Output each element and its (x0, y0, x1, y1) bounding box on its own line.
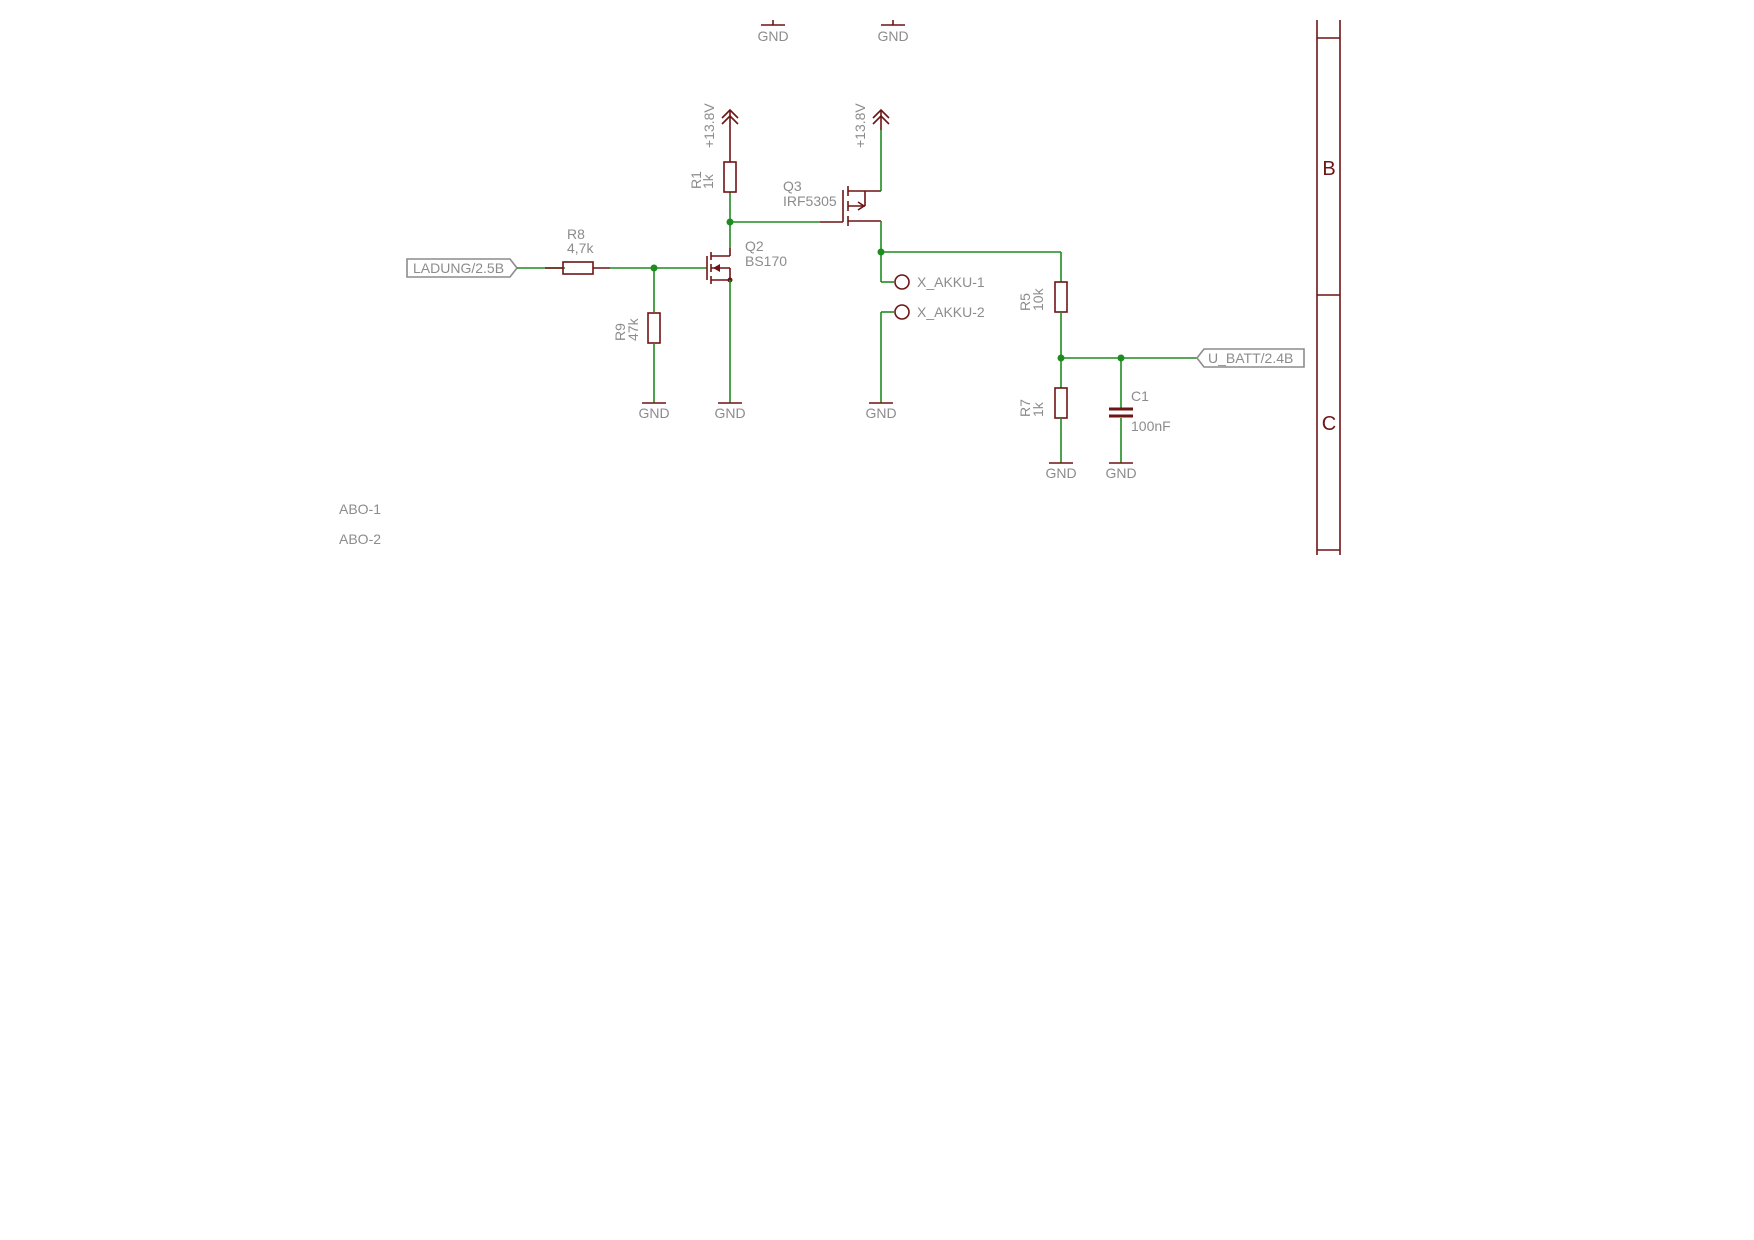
svg-text:R8: R8 (567, 226, 585, 242)
svg-text:R1: R1 (688, 171, 704, 189)
connector-x-akku-1[interactable]: X_AKKU-1 (894, 274, 985, 290)
gnd-symbol-top-1: GND (757, 20, 789, 44)
resistor-r1[interactable]: R1 1k (688, 130, 737, 193)
svg-text:GND: GND (638, 405, 669, 421)
supply-13v8-q3: +13.8V (852, 103, 890, 148)
svg-text:+13.8V: +13.8V (852, 103, 868, 148)
frame-row-b: B (1322, 158, 1335, 180)
resistor-r5[interactable]: R5 10k (1017, 281, 1068, 313)
label-sabo-1: ABO-1 (339, 501, 381, 517)
svg-text:GND: GND (757, 28, 788, 44)
svg-text:4,7k: 4,7k (567, 240, 594, 256)
svg-text:GND: GND (1105, 465, 1136, 481)
resistor-r9[interactable]: R9 47k (612, 312, 661, 344)
svg-text:X_AKKU-2: X_AKKU-2 (917, 304, 985, 320)
net-label-ladung[interactable]: LADUNG/2.5B (406, 258, 519, 278)
transistor-q3[interactable]: Q3 IRF5305 (783, 178, 881, 226)
label-sabo-2: ABO-2 (339, 531, 381, 547)
frame-row-c: C (1322, 413, 1336, 435)
svg-text:47k: 47k (625, 317, 641, 341)
gnd-symbol-c1: GND (1105, 462, 1137, 481)
svg-text:GND: GND (714, 405, 745, 421)
supply-13v8-q2: +13.8V (701, 103, 739, 148)
svg-text:Q2: Q2 (745, 238, 764, 254)
capacitor-c1[interactable]: C1 100nF (1109, 388, 1171, 434)
svg-text:10k: 10k (1030, 287, 1046, 311)
gnd-symbol-top-2: GND (877, 20, 909, 44)
gnd-symbol-q2: GND (714, 402, 746, 421)
svg-text:GND: GND (865, 405, 896, 421)
resistor-r7[interactable]: R7 1k (1017, 387, 1068, 419)
svg-text:100nF: 100nF (1131, 418, 1171, 434)
net-label-ubatt[interactable]: U_BATT/2.4B (1195, 348, 1305, 368)
svg-text:X_AKKU-1: X_AKKU-1 (917, 274, 985, 290)
gnd-symbol-akku: GND (865, 402, 897, 421)
gnd-symbol-r9: GND (638, 402, 670, 421)
svg-text:GND: GND (1045, 465, 1076, 481)
gnd-symbol-r7: GND (1045, 462, 1077, 481)
svg-text:R9: R9 (612, 323, 628, 341)
connector-x-akku-2[interactable]: X_AKKU-2 (894, 304, 985, 320)
svg-text:R5: R5 (1017, 293, 1033, 311)
svg-text:BS170: BS170 (745, 253, 787, 269)
svg-text:Q3: Q3 (783, 178, 802, 194)
sheet-frame: B C (1316, 20, 1341, 555)
resistor-r8[interactable]: R8 4,7k (545, 226, 610, 275)
svg-text:U_BATT/2.4B: U_BATT/2.4B (1208, 350, 1293, 366)
svg-text:+13.8V: +13.8V (701, 103, 717, 148)
svg-text:LADUNG/2.5B: LADUNG/2.5B (413, 260, 504, 276)
svg-text:C1: C1 (1131, 388, 1149, 404)
svg-text:R7: R7 (1017, 399, 1033, 417)
svg-text:GND: GND (877, 28, 908, 44)
transistor-q2[interactable]: Q2 BS170 (706, 238, 787, 284)
svg-text:1k: 1k (1030, 401, 1046, 417)
svg-text:IRF5305: IRF5305 (783, 193, 837, 209)
svg-text:1k: 1k (700, 173, 716, 189)
